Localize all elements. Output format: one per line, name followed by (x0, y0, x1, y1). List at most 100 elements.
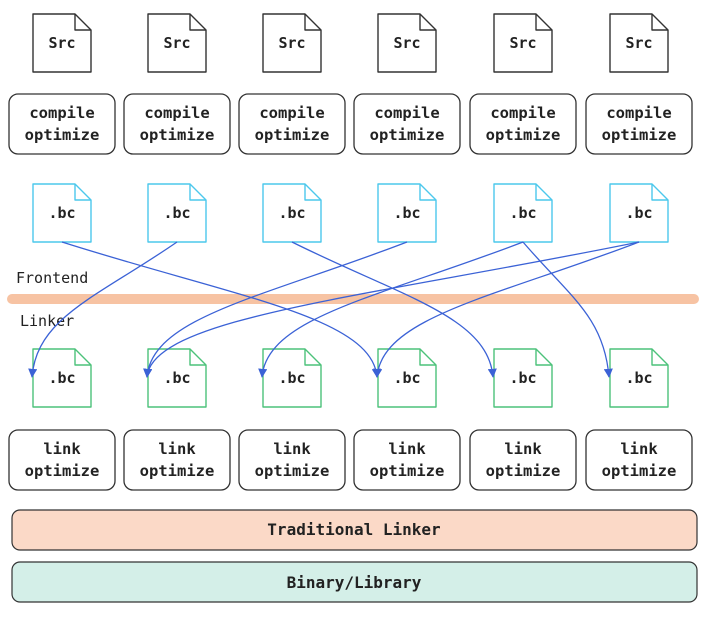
link-optimize-box-line: link (620, 440, 658, 458)
frontend-compile-box-line: compile (144, 104, 209, 122)
source-file: Src (609, 13, 669, 73)
linker-bitcode-file-label: .bc (278, 369, 305, 387)
link-optimize-box-line: link (43, 440, 81, 458)
linker-bitcode-file: .bc (493, 348, 553, 408)
link-optimize-box: link optimize (585, 429, 693, 491)
frontend-compile-box-line: optimize (140, 126, 215, 144)
frontend-compile-box-frame (353, 93, 461, 155)
frontend-bitcode-file: .bc (609, 183, 669, 243)
frontend-compile-box: compile optimize (123, 93, 231, 155)
document-fold (74, 349, 91, 366)
linker-bitcode-file-label: .bc (48, 369, 75, 387)
link-optimize-box: link optimize (123, 429, 231, 491)
frontend-stage-row: compile optimize compile optimize compile opt… (8, 93, 693, 155)
linker-bitcode-file: .bc (609, 348, 669, 408)
document-fold (304, 349, 321, 366)
document-icon (609, 348, 669, 408)
frontend-compile-box-line: optimize (25, 126, 100, 144)
frontend-compile-box-line: compile (490, 104, 555, 122)
document-fold (651, 184, 668, 201)
bitcode-edges (28, 241, 640, 378)
frontend-linker-divider: Frontend Linker (7, 269, 699, 330)
frontend-label: Frontend (16, 269, 88, 287)
frontend-compile-box-line: optimize (370, 126, 445, 144)
linker-bitcode-file-label: .bc (625, 369, 652, 387)
document-icon (609, 13, 669, 73)
frontend-compile-box-line: compile (259, 104, 324, 122)
document-icon (32, 348, 92, 408)
linker-bitcode-file: .bc (147, 348, 207, 408)
frontend-bitcode-file: .bc (262, 183, 322, 243)
link-optimize-box-frame (238, 429, 346, 491)
link-optimize-box-frame (123, 429, 231, 491)
linker-bitcode-file: .bc (262, 348, 322, 408)
frontend-bitcode-file-label: .bc (393, 204, 420, 222)
frontend-compile-box-line: optimize (486, 126, 561, 144)
link-optimize-box-frame (469, 429, 577, 491)
frontend-compile-box-line: compile (606, 104, 671, 122)
source-file-label: Src (509, 34, 536, 52)
document-icon (147, 13, 207, 73)
document-icon (147, 348, 207, 408)
source-file-label: Src (278, 34, 305, 52)
link-optimize-box-line: optimize (602, 462, 677, 480)
document-icon (147, 183, 207, 243)
linker-bitcode-row: .bc.bc.bc.bc.bc.bc (32, 348, 669, 408)
document-fold (651, 349, 668, 366)
linker-bitcode-file-label: .bc (509, 369, 536, 387)
document-fold (419, 14, 436, 31)
frontend-compile-box-line: compile (374, 104, 439, 122)
binary-library-label: Binary/Library (287, 573, 422, 592)
document-fold (651, 14, 668, 31)
frontend-bitcode-file-label: .bc (625, 204, 652, 222)
frontend-bitcode-file-label: .bc (48, 204, 75, 222)
bitcode-edge-arrow (258, 241, 524, 378)
frontend-compile-box: compile optimize (469, 93, 577, 155)
source-file: Src (493, 13, 553, 73)
frontend-bitcode-row: .bc .bc .bc .bc .bc .bc (32, 183, 669, 243)
document-icon (493, 183, 553, 243)
output-bar: Binary/Library (11, 561, 698, 603)
link-optimize-box-line: optimize (140, 462, 215, 480)
frontend-compile-box-line: compile (29, 104, 94, 122)
document-icon (262, 183, 322, 243)
document-fold (304, 14, 321, 31)
source-file-label: Src (48, 34, 75, 52)
link-optimize-box-line: optimize (370, 462, 445, 480)
source-file: Src (262, 13, 322, 73)
frontend-compile-box-frame (8, 93, 116, 155)
frontend-compile-box-frame (469, 93, 577, 155)
document-fold (74, 14, 91, 31)
frontend-bitcode-file-label: .bc (163, 204, 190, 222)
linker-label: Linker (20, 312, 74, 330)
source-file: Src (147, 13, 207, 73)
link-optimize-box-line: link (158, 440, 196, 458)
document-icon (377, 13, 437, 73)
link-optimize-box-line: link (273, 440, 311, 458)
document-fold (189, 184, 206, 201)
link-optimize-box-line: link (388, 440, 426, 458)
traditional-linker-label: Traditional Linker (267, 520, 440, 539)
source-file-label: Src (163, 34, 190, 52)
link-optimize-box-frame (353, 429, 461, 491)
frontend-bitcode-file: .bc (493, 183, 553, 243)
document-icon (493, 348, 553, 408)
document-icon (493, 13, 553, 73)
bitcode-edge-arrow (28, 241, 178, 378)
link-optimize-box: link optimize (353, 429, 461, 491)
frontend-compile-box-frame (238, 93, 346, 155)
document-fold (74, 184, 91, 201)
document-fold (535, 184, 552, 201)
link-optimize-box-frame (8, 429, 116, 491)
bitcode-edge-arrow (61, 241, 381, 378)
frontend-compile-box-line: optimize (602, 126, 677, 144)
document-fold (535, 349, 552, 366)
traditional-linker-bar: Traditional Linker (11, 509, 698, 551)
document-fold (419, 349, 436, 366)
frontend-bitcode-file-label: .bc (509, 204, 536, 222)
frontend-compile-box: compile optimize (585, 93, 693, 155)
